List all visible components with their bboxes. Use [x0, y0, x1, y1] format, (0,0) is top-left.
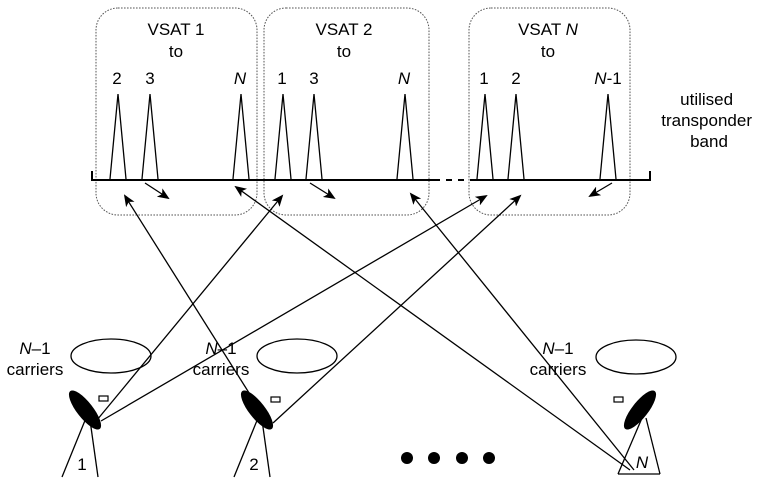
- carrier-label-g1-2: 3: [145, 69, 154, 88]
- carriers-word-1: carriers: [7, 360, 64, 379]
- spike-g2-2: [305, 93, 323, 180]
- spike-g2-1: [274, 93, 292, 180]
- group-title-1: VSAT 1: [147, 20, 204, 39]
- station-label-n: N: [636, 453, 649, 472]
- spike-g1-2: [141, 93, 159, 180]
- uplink-lines: [96, 182, 635, 471]
- station-label-2: 2: [249, 455, 258, 474]
- vsat-station-2: 2: [233, 390, 281, 478]
- dish-icon: [68, 390, 102, 430]
- uplink-2-to-g3: [272, 194, 522, 424]
- uplink-2-to-g1: [123, 194, 269, 424]
- group-title-3: VSAT N: [518, 20, 579, 39]
- carrier-label-g3-2: 2: [511, 69, 520, 88]
- group-to-2: to: [337, 42, 351, 61]
- band-label: utilised transponder band: [661, 90, 756, 151]
- carriers-label-1: N–1: [19, 339, 50, 358]
- group-to-1: to: [169, 42, 183, 61]
- uplink-1-to-g3: [100, 194, 488, 422]
- dish-icon: [240, 390, 274, 430]
- arrow-g3-3: [588, 182, 613, 198]
- carrier-ellipse-3: [595, 339, 677, 375]
- group-box-3: [468, 7, 631, 216]
- carrier-label-g2-2: 3: [309, 69, 318, 88]
- group-box-2: [263, 7, 430, 216]
- spike-g3-1: [476, 93, 494, 180]
- transponder-band-line: [91, 171, 651, 181]
- carriers-label-3: N–1: [542, 339, 573, 358]
- carrier-label-g2-3: N: [398, 69, 411, 88]
- ellipsis-dots: [401, 452, 495, 464]
- spike-g1-1: [109, 93, 127, 180]
- carrier-ellipse-1: [70, 338, 152, 374]
- feed-icon: [613, 396, 624, 403]
- carrier-spikes: [109, 93, 617, 180]
- uplink-n-to-g1: [234, 185, 631, 471]
- feed-icon: [270, 396, 281, 403]
- carriers-word-3: carriers: [530, 360, 587, 379]
- arrow-g2-2: [309, 182, 336, 200]
- feed-icon: [98, 395, 109, 402]
- uplink-n-to-g2: [409, 192, 635, 471]
- carrier-ellipse-2: [256, 338, 338, 374]
- spike-g2-3: [396, 93, 414, 180]
- carrier-label-g1-1: 2: [112, 69, 121, 88]
- vsat-station-n: N: [613, 390, 661, 475]
- uplink-1-to-g2: [96, 194, 284, 421]
- spike-g3-3: [599, 93, 617, 180]
- carriers-word-2: carriers: [193, 360, 250, 379]
- group-to-3: to: [541, 42, 555, 61]
- spike-g3-2: [507, 93, 525, 180]
- spike-g1-3: [232, 93, 250, 180]
- carrier-label-g3-3: N-1: [594, 69, 621, 88]
- arrow-g1-2: [144, 182, 170, 200]
- carriers-label-2: N–1: [205, 339, 236, 358]
- station-label-1: 1: [77, 455, 86, 474]
- group-box-1: [95, 7, 258, 216]
- vsat-station-1: 1: [61, 390, 109, 478]
- carrier-label-g1-3: N: [234, 69, 247, 88]
- group-title-2: VSAT 2: [315, 20, 372, 39]
- carrier-label-g2-1: 1: [277, 69, 286, 88]
- dish-icon: [623, 390, 657, 430]
- carrier-label-g3-1: 1: [479, 69, 488, 88]
